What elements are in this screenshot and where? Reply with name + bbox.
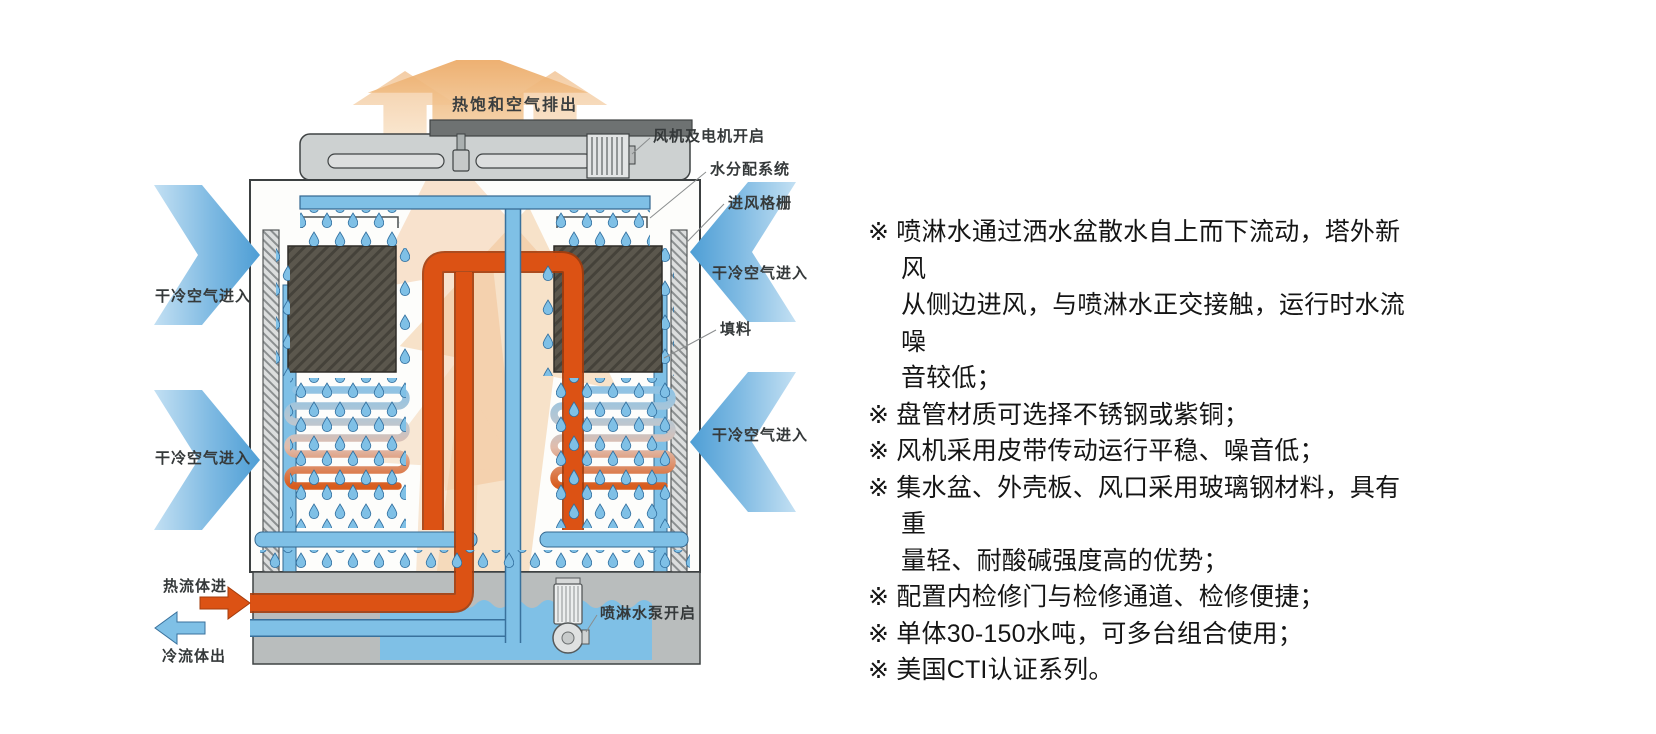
fan-top-cover <box>429 119 693 137</box>
label-water-distribution: 水分配系统 <box>710 160 790 178</box>
cooling-tower-svg: 热饱和空气排出 风机及电机开启 水分配系统 进风格栅 干冷空气进入 干冷空气进入… <box>154 60 808 665</box>
label-dry-air-left-bottom: 干冷空气进入 <box>155 449 251 467</box>
fan-blade-right <box>475 153 593 169</box>
label-dry-air-left-top: 干冷空气进入 <box>155 287 251 305</box>
fill-block-left <box>287 245 397 373</box>
feature-item-2: ※ 盘管材质可选择不锈钢或紫铜； <box>868 400 1250 429</box>
feature-item-5: ※ 配置内检修门与检修通道、检修便捷； <box>868 583 1325 611</box>
feature-item-3: ※ 风机采用皮带传动运行平稳、噪音低； <box>868 437 1325 465</box>
feature-item-7: ※ 美国CTI认证系列。 <box>868 656 1114 684</box>
label-air-inlet-grille: 进风格栅 <box>728 194 792 212</box>
label-fill: 填料 <box>720 320 752 338</box>
feature-list: ※ 喷淋水通过洒水盆散水自上而下流动，塔外新风 从侧边进风，与喷淋水正交接触，运… <box>868 214 1420 689</box>
fan-blade-left <box>327 153 445 169</box>
callout-lines <box>585 137 725 633</box>
label-spray-pump: 喷淋水泵开启 <box>600 604 696 622</box>
hot-pipe-arch <box>422 251 584 530</box>
hot-fluid-pipe <box>250 272 474 613</box>
label-hot-fluid-in: 热流体进 <box>163 577 227 595</box>
spray-pump <box>552 577 590 654</box>
cooling-tower-diagram: 热饱和空气排出 风机及电机开启 水分配系统 进风格栅 干冷空气进入 干冷空气进入… <box>150 60 810 672</box>
label-dry-air-right-bottom: 干冷空气进入 <box>712 426 808 444</box>
cold-out-arrow <box>154 611 206 645</box>
label-fan-motor: 风机及电机开启 <box>653 127 765 145</box>
feature-item-4: ※ 集水盆、外壳板、风口采用玻璃钢材料，具有重 量轻、耐酸碱强度高的优势； <box>868 473 1401 575</box>
label-exhaust: 热饱和空气排出 <box>452 95 578 114</box>
collection-tray-right <box>539 531 689 548</box>
label-cold-fluid-out: 冷流体出 <box>162 647 226 665</box>
fan-assembly <box>299 119 693 181</box>
feature-item-6: ※ 单体30-150水吨，可多台组合使用； <box>868 619 1303 648</box>
fan-motor <box>586 133 636 179</box>
feature-item-1: ※ 喷淋水通过洒水盆散水自上而下流动，塔外新风 从侧边进风，与喷淋水正交接触，运… <box>868 218 1406 392</box>
water-droplets <box>260 210 690 571</box>
collection-tray-left <box>254 531 478 548</box>
label-dry-air-right-top: 干冷空气进入 <box>712 264 808 282</box>
hot-in-arrow <box>199 586 251 620</box>
